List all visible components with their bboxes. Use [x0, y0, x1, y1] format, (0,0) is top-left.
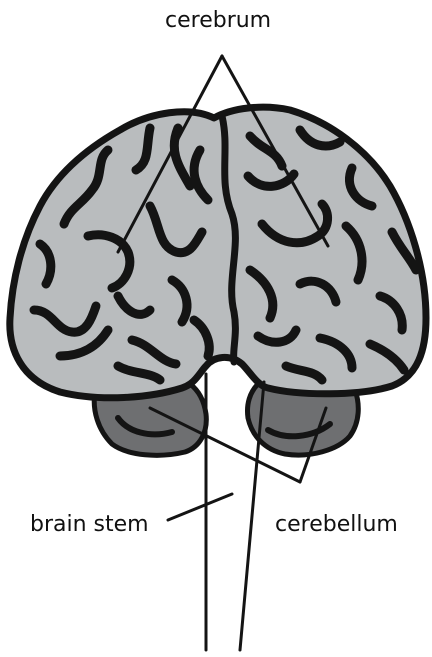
cerebrum-label: cerebrum [165, 10, 271, 32]
cerebrum [10, 107, 426, 398]
brain-stem-leader-line [168, 494, 232, 520]
cerebellum-label: cerebellum [275, 514, 398, 536]
brain-stem-label: brain stem [30, 514, 149, 536]
